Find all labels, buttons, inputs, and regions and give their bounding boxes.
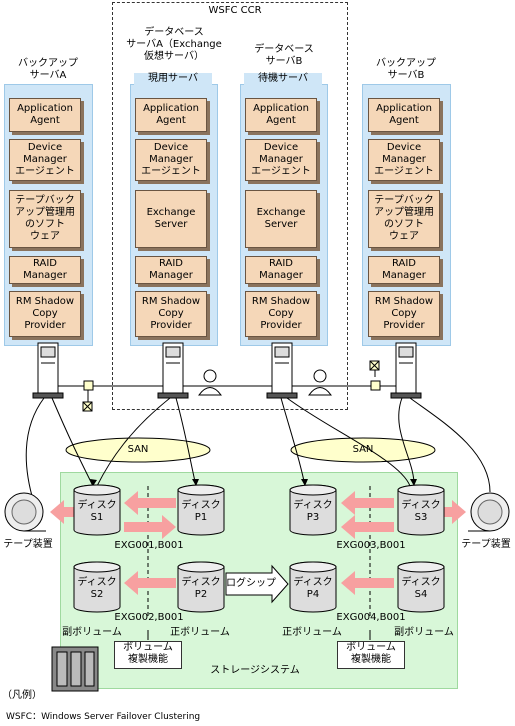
tape-device-icon-left bbox=[4, 492, 46, 532]
backup-server-b-title: バックアップ サーバB bbox=[376, 58, 436, 81]
db-a-device-manager-agent: Device Manager エージェント bbox=[135, 139, 207, 181]
tape-device-label-right: テープ装置 bbox=[461, 539, 511, 550]
disk-s3: ディスク S3 bbox=[401, 500, 441, 523]
standby-server-label: 待機サーバ bbox=[244, 73, 322, 85]
wsfc-ccr-cluster-boundary bbox=[112, 2, 348, 410]
db-b-exchange-server: Exchange Server bbox=[245, 190, 317, 248]
db-a-raid-manager: RAID Manager bbox=[135, 256, 207, 284]
primary-volume-label-left: 正ボリューム bbox=[170, 627, 230, 638]
secondary-volume-label-right: 副ボリューム bbox=[394, 627, 454, 638]
backup-a-application-agent: Application Agent bbox=[9, 98, 81, 132]
db-b-raid-manager: RAID Manager bbox=[245, 256, 317, 284]
db-a-rm-shadow-copy-provider: RM Shadow Copy Provider bbox=[135, 291, 207, 337]
db-a-exchange-server: Exchange Server bbox=[135, 190, 207, 248]
backup-b-raid-manager: RAID Manager bbox=[368, 256, 440, 284]
primary-volume-label-right: 正ボリューム bbox=[282, 627, 342, 638]
san-label-right: SAN bbox=[352, 444, 374, 455]
storage-system-label: ストレージシステム bbox=[210, 665, 300, 676]
volume-replication-box-left: ボリューム 複製機能 bbox=[114, 641, 182, 669]
active-server-label: 現用サーバ bbox=[134, 73, 212, 85]
computer-icon-db-a bbox=[157, 342, 189, 399]
db-server-a-title: データベース サーバA（Exchange 仮想サーバ） bbox=[126, 27, 222, 62]
backup-b-rm-shadow-copy-provider: RM Shadow Copy Provider bbox=[368, 291, 440, 337]
disk-p1: ディスク P1 bbox=[181, 500, 221, 523]
wsfc-title: WSFC CCR bbox=[208, 5, 262, 16]
user-icon-b bbox=[308, 369, 332, 396]
legend-title: （凡例） bbox=[2, 690, 42, 701]
san-left bbox=[65, 437, 211, 463]
disk-cylinders bbox=[73, 484, 445, 613]
legend-wsfc: WSFC：Windows Server Failover Clustering bbox=[6, 712, 201, 722]
log-ship-arrow bbox=[225, 564, 289, 604]
disk-p4: ディスク P4 bbox=[293, 577, 333, 600]
san-label-left: SAN bbox=[127, 444, 149, 455]
computer-icon-db-b bbox=[266, 342, 298, 399]
storage-legend-icon bbox=[51, 646, 99, 692]
db-b-application-agent: Application Agent bbox=[245, 98, 317, 132]
pair-label-exg003: EXG003,B001 bbox=[336, 540, 406, 551]
backup-b-device-manager-agent: Device Manager エージェント bbox=[368, 139, 440, 181]
backup-b-tape-backup-software: テープバック アップ管理用 のソフト ウェア bbox=[368, 190, 440, 248]
secondary-volume-label-left: 副ボリューム bbox=[62, 627, 122, 638]
disk-p3: ディスク P3 bbox=[293, 500, 333, 523]
volume-replication-box-right: ボリューム 複製機能 bbox=[337, 641, 405, 669]
pair-label-exg002: EXG002,B001 bbox=[114, 612, 184, 623]
tape-device-icon-right bbox=[468, 492, 510, 532]
hub-icon-left bbox=[83, 380, 94, 391]
computer-icon-backup-a bbox=[32, 342, 64, 399]
disk-p2: ディスク P2 bbox=[181, 577, 221, 600]
backup-server-a-title: バックアップ サーバA bbox=[18, 58, 78, 81]
db-a-application-agent: Application Agent bbox=[135, 98, 207, 132]
pair-label-exg004: EXG004,B001 bbox=[336, 612, 406, 623]
backup-a-tape-backup-software: テープバック アップ管理用 のソフト ウェア bbox=[9, 190, 81, 248]
replication-arrows bbox=[50, 491, 466, 595]
san-right bbox=[290, 437, 436, 463]
backup-b-application-agent: Application Agent bbox=[368, 98, 440, 132]
hub-icon-right bbox=[370, 380, 381, 391]
user-icon-a bbox=[198, 369, 222, 396]
backup-a-rm-shadow-copy-provider: RM Shadow Copy Provider bbox=[9, 291, 81, 337]
db-b-rm-shadow-copy-provider: RM Shadow Copy Provider bbox=[245, 291, 317, 337]
disk-s2: ディスク S2 bbox=[77, 577, 117, 600]
pair-label-exg001: EXG001,B001 bbox=[114, 540, 184, 551]
db-b-device-manager-agent: Device Manager エージェント bbox=[245, 139, 317, 181]
backup-a-raid-manager: RAID Manager bbox=[9, 256, 81, 284]
tape-device-label-left: テープ装置 bbox=[3, 539, 53, 550]
backup-a-device-manager-agent: Device Manager エージェント bbox=[9, 139, 81, 181]
db-server-b-title: データベース サーバB bbox=[254, 44, 314, 67]
disk-s1: ディスク S1 bbox=[77, 500, 117, 523]
disk-s4: ディスク S4 bbox=[401, 577, 441, 600]
log-ship-label: ログシップ bbox=[226, 578, 276, 589]
computer-icon-backup-b bbox=[390, 342, 422, 399]
